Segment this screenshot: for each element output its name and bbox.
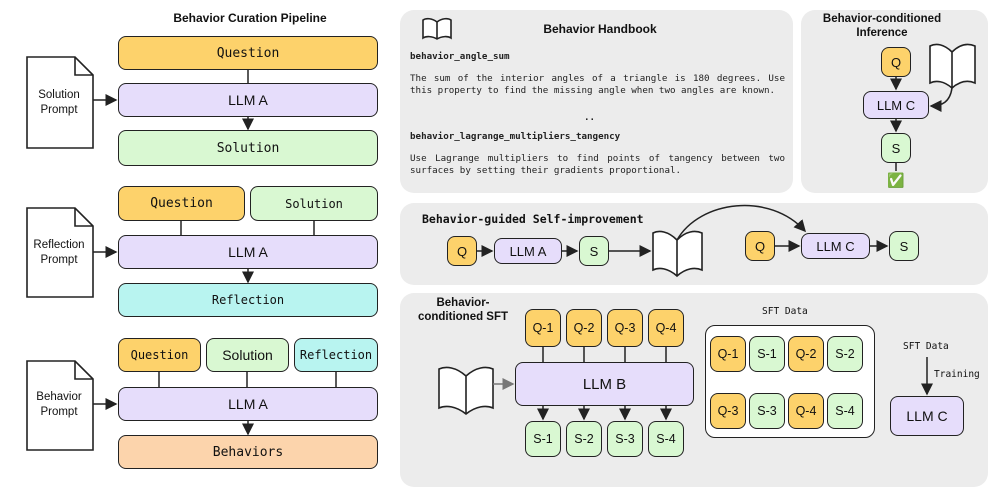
question-box: Question (118, 36, 378, 70)
q-box: Q (881, 47, 911, 77)
reflection-box: Reflection (294, 338, 378, 372)
sft-data-title: SFT Data (762, 306, 808, 317)
q-box: Q (447, 236, 477, 266)
sft-question-box: Q-1 (525, 309, 561, 347)
question-box: Question (118, 338, 201, 372)
handbook-panel (400, 10, 793, 193)
reflection-box: Reflection (118, 283, 378, 317)
sft-panel (400, 293, 988, 487)
behaviors-box: Behaviors (118, 435, 378, 469)
sft-data-question-box: Q-1 (710, 336, 746, 372)
sft-data-solution-box: S-4 (827, 393, 863, 429)
llm-c-box: LLM C (801, 233, 870, 259)
s-box: S (881, 133, 911, 163)
open-book-icon (422, 17, 452, 40)
sft-solution-box: S-3 (607, 421, 643, 457)
behavior-prompt-label: Behavior Prompt (36, 391, 82, 418)
s-box: S (889, 231, 919, 261)
sft-data-question-box: Q-2 (788, 336, 824, 372)
open-book-icon (652, 230, 703, 278)
sft-solution-box: S-2 (566, 421, 602, 457)
sft-title: Behavior-conditioned SFT (417, 297, 509, 323)
solution-box: Solution (206, 338, 289, 372)
training-label: Training (934, 369, 980, 380)
behavior-angle-sum-text: The sum of the interior angles of a tria… (410, 73, 785, 96)
open-book-icon (929, 43, 976, 90)
sft-question-box: Q-2 (566, 309, 602, 347)
sft-data-solution-box: S-1 (749, 336, 785, 372)
llm-a-box: LLM A (118, 83, 378, 117)
open-book-icon (438, 366, 494, 416)
behavior-prompt-document (26, 360, 94, 451)
sft-question-box: Q-4 (648, 309, 684, 347)
llm-c-box: LLM C (863, 91, 929, 119)
handbook-ellipsis: .. (584, 112, 596, 123)
solution-prompt-document (26, 56, 94, 149)
solution-box: Solution (118, 130, 378, 166)
sft-data-question-box: Q-4 (788, 393, 824, 429)
sft-data-label: SFT Data (903, 341, 949, 352)
check-mark-icon: ✅ (887, 172, 905, 188)
behavior-lagrange-name: behavior_lagrange_multipliers_tangency (410, 131, 621, 142)
question-box: Question (118, 186, 245, 221)
reflection-prompt-label: Reflection Prompt (33, 239, 85, 266)
sft-data-solution-box: S-2 (827, 336, 863, 372)
sft-data-solution-box: S-3 (749, 393, 785, 429)
inference-title: Behavior-conditioned Inference (822, 13, 942, 39)
behavior-angle-sum-name: behavior_angle_sum (410, 51, 510, 62)
behavior-lagrange-text: Use Lagrange multipliers to find points … (410, 153, 785, 176)
llm-a-box: LLM A (118, 387, 378, 421)
sft-solution-box: S-1 (525, 421, 561, 457)
llm-a-box: LLM A (118, 235, 378, 269)
llm-a-box: LLM A (494, 238, 562, 264)
sft-data-question-box: Q-3 (710, 393, 746, 429)
handbook-title: Behavior Handbook (543, 22, 657, 36)
pipeline-title: Behavior Curation Pipeline (173, 11, 327, 25)
s-box: S (579, 236, 609, 266)
q-box: Q (745, 231, 775, 261)
sft-question-box: Q-3 (607, 309, 643, 347)
reflection-prompt-document (26, 207, 94, 298)
solution-prompt-label: Solution Prompt (38, 89, 80, 116)
self-improvement-title: Behavior-guided Self-improvement (422, 212, 644, 226)
llm-b-box: LLM B (515, 362, 694, 406)
solution-box: Solution (250, 186, 378, 221)
sft-solution-box: S-4 (648, 421, 684, 457)
trained-llm-c-box: LLM C (890, 396, 964, 436)
